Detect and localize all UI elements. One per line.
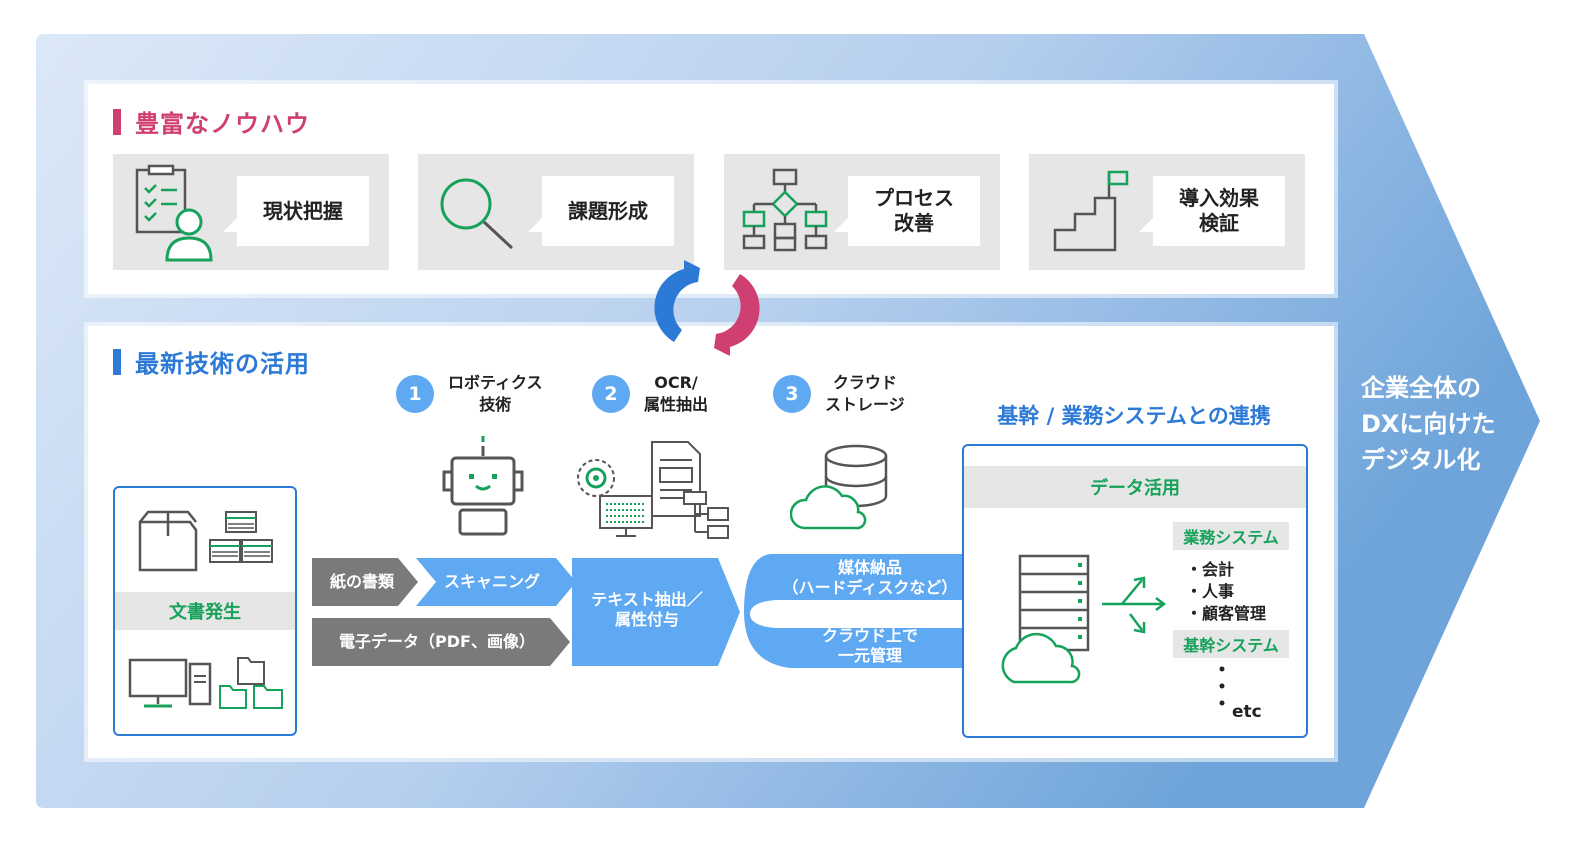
robot-icon [442,436,524,536]
knowhow-card-verify: 導入効果 検証 [1029,154,1305,270]
magnifier-icon [440,178,514,250]
step-label: クラウド ストレージ [825,373,905,414]
cycle-arrows-icon [654,260,760,356]
stairs-flag-icon [1053,170,1129,252]
paper-documents-label: 紙の書類 [329,572,394,591]
flow-shapes [312,554,998,668]
vertical-ellipsis-icon [1219,666,1225,706]
tech-title: 最新技術の活用 [113,344,310,379]
business-item-accounting: ・会計 [1186,560,1235,579]
branch-arrows-icon [1102,576,1167,634]
tech-step-cloud: 3 クラウド ストレージ [773,372,905,416]
knowhow-card-issue: 課題形成 [418,154,694,270]
tech-step-ocr: 2 OCR/ 属性抽出 [592,372,708,416]
scanning-label: スキャニング [443,572,540,591]
server-cloud-icon [1001,554,1090,684]
box-papers-icon [138,510,273,572]
step-label: OCR/ 属性抽出 [644,373,709,414]
knowhow-card-status: 現状把握 [113,154,389,270]
knowhow-title: 豊富なノウハウ [113,104,310,139]
flowchart-icon [742,168,828,252]
step-number: 2 [592,375,630,413]
business-item-hr: ・人事 [1186,582,1235,601]
step-number: 1 [396,375,434,413]
card-label-issue: 課題形成 [528,176,674,246]
card-label-verify: 導入効果 検証 [1139,176,1285,246]
clipboard-person-icon [135,164,213,262]
knowhow-title-text: 豊富なノウハウ [135,110,310,138]
dx-goal-text: 企業全体の DXに向けた デジタル化 [1361,374,1496,474]
card-label-status: 現状把握 [223,176,369,246]
tech-title-bar [113,348,121,375]
digital-data-label: 電子データ（PDF、画像） [339,632,535,651]
cloud-management-label: クラウド上で 一元管理 [821,626,918,665]
tech-title-text: 最新技術の活用 [135,350,310,378]
computer-folders-icon [128,657,283,709]
step-label: ロボティクス 技術 [448,373,543,414]
media-delivery-label: 媒体納品 （ハードディスクなど） [782,558,958,597]
knowhow-title-bar [113,108,121,135]
ocr-document-icon [577,441,729,539]
knowhow-card-process: プロセス 改善 [724,154,1000,270]
data-utilization-band: データ活用 [964,466,1306,508]
cloud-storage-icon [790,444,888,530]
etc-label: etc [1232,702,1262,722]
business-system-tag: 業務システム [1173,522,1289,550]
tech-step-robotics: 1 ロボティクス 技術 [396,372,543,416]
business-item-crm: ・顧客管理 [1186,604,1267,623]
text-extraction-label: テキスト抽出／ 属性付与 [591,590,703,629]
step-number: 3 [773,375,811,413]
document-source-label: 文書発生 [115,592,295,630]
core-system-tag: 基幹システム [1173,630,1289,658]
integration-title: 基幹 / 業務システムとの連携 [997,404,1271,428]
card-label-process: プロセス 改善 [834,176,980,246]
